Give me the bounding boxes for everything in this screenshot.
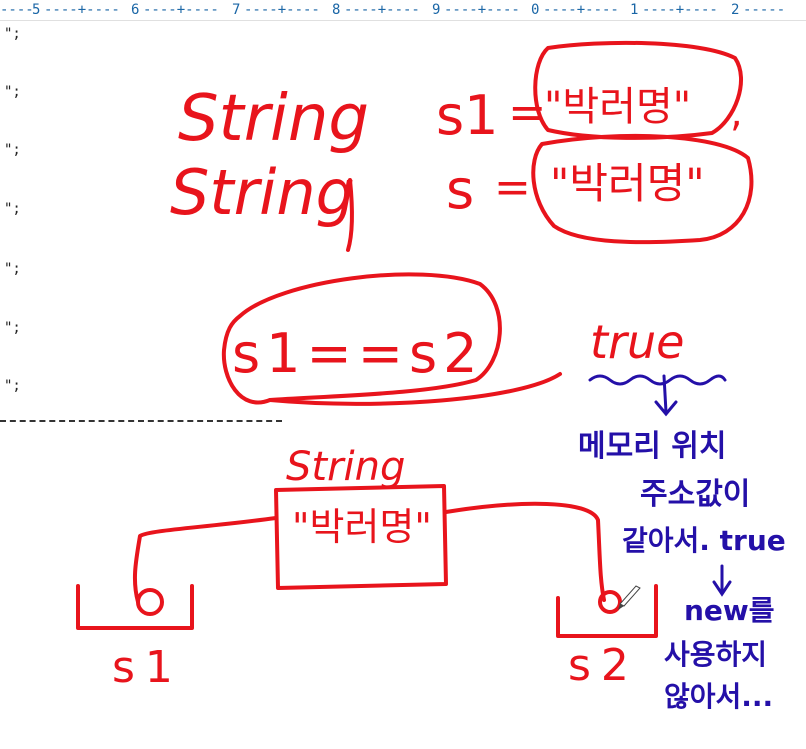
hw-ref-left: s1 <box>112 642 183 693</box>
hw-comma: , <box>730 90 743 136</box>
code-line[interactable]: "; <box>4 201 21 217</box>
hw-var-s: s <box>446 158 474 221</box>
hw-explain-1: 메모리 위치 <box>578 429 726 464</box>
ruler-number: 7 <box>232 2 241 18</box>
circle-value-1 <box>533 40 743 140</box>
hw-explain-4: new를 <box>684 594 775 627</box>
hw-explain-3: 같아서. true <box>622 524 786 557</box>
hw-string-keyword-2: String <box>170 156 355 229</box>
ruler-number: 5 <box>32 2 41 18</box>
hw-value-2: "박러명" <box>550 159 705 208</box>
wavy-underline <box>588 374 727 386</box>
hw-true: true <box>590 315 684 369</box>
ruler-number: 8 <box>332 2 341 18</box>
code-line[interactable]: "; <box>4 261 21 277</box>
dashed-separator <box>0 420 282 422</box>
hw-box-label: String <box>286 444 405 490</box>
hw-explain-2: 주소값이 <box>640 477 750 512</box>
pen-cursor-icon <box>618 585 641 610</box>
ruler-number: 1 <box>630 2 639 18</box>
code-line[interactable]: "; <box>4 84 21 100</box>
hw-var-s1: s1 <box>436 84 499 147</box>
arrow-down-icon-2 <box>712 564 732 597</box>
string-object-box <box>274 484 448 590</box>
hw-ref-right: s2 <box>568 640 639 691</box>
ruler-number: 6 <box>131 2 140 18</box>
ref-dot-left <box>136 588 164 616</box>
pointer-left <box>132 516 278 604</box>
var-box-s2 <box>556 584 658 638</box>
var-box-s1 <box>76 584 194 630</box>
column-ruler: ---- 5 ----+---- 6 ----+---- 7 ----+----… <box>0 0 806 21</box>
hw-value-1: "박러명" <box>544 84 691 130</box>
hw-box-value: "박러명" <box>292 505 432 549</box>
code-line[interactable]: "; <box>4 320 21 336</box>
arrow-down-icon <box>654 374 678 417</box>
comparison-bubble <box>221 272 502 405</box>
hw-equals-2: = <box>494 162 531 213</box>
hw-explain-6: 않아서... <box>664 680 773 713</box>
ruler-number: 0 <box>531 2 540 18</box>
comparison-connector <box>268 372 562 406</box>
string-underline-hook <box>346 178 354 252</box>
ruler-number: 2 <box>731 2 740 18</box>
hw-comparison: s1==s2 <box>232 322 483 385</box>
circle-value-2 <box>531 133 754 245</box>
code-line[interactable]: "; <box>4 142 21 158</box>
hw-string-keyword-1: String <box>178 82 369 156</box>
code-line[interactable]: "; <box>4 378 21 394</box>
ref-dot-right <box>598 590 622 614</box>
code-line[interactable]: "; <box>4 26 21 42</box>
hw-explain-5: 사용하지 <box>664 638 767 671</box>
pointer-right <box>444 501 606 602</box>
ruler-number: 9 <box>432 2 441 18</box>
hw-equals-1: = <box>508 85 547 139</box>
